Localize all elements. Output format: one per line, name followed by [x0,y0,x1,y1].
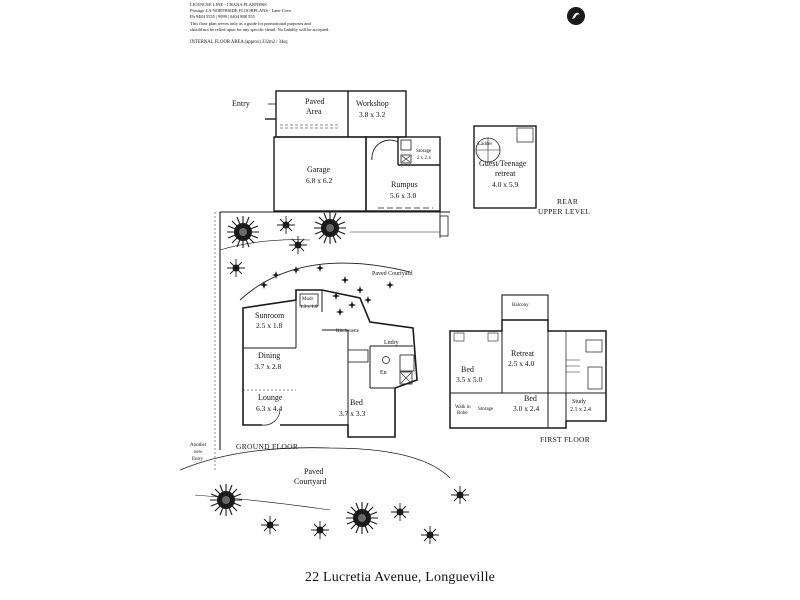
company-logo-icon [567,7,585,25]
level-label: UPPER LEVEL [538,207,590,216]
paved-area-outline [275,90,407,138]
room-label: Area [306,107,322,116]
level-label: FIRST FLOOR [540,435,590,444]
plant-icon [356,286,364,294]
plant-icon [364,296,372,304]
area-label: Paved [304,467,324,476]
area-label: Courtyard [294,477,326,486]
fixture-label: Walk in [455,405,471,410]
shrub-icon [310,520,330,540]
rumpus-outline [365,136,441,212]
plant-icon [292,266,300,274]
room-label: Balcony [512,303,529,308]
room-dimension: 3.0 x 2.4 [513,404,540,413]
plant-icon [336,308,344,316]
room-label: Lounge [258,393,283,402]
shrub-icon [390,502,410,522]
header-line: This floor plan serves only as a guide f… [190,20,311,26]
fixture-label: Robe [457,411,468,416]
room-label: Dining [258,351,280,360]
room-dimension: 2.5 x 4.0 [508,359,535,368]
property-address: 22 Lucretia Avenue, Longueville [304,570,496,585]
header-line: Ph 9484 5555 | 9999 | 0404 888 555 [190,14,255,20]
room-label: Sunroom [255,311,285,320]
room-label: Garage [307,165,331,174]
room-label: retreat [495,169,516,178]
plant-icon [260,281,268,289]
room-label: Mudr [302,297,313,302]
room-dimension: 2.1 x 2.4 [570,407,591,413]
side-entry-label: new [194,450,203,455]
level-label: REAR [557,197,578,206]
shrub-icon [260,515,280,535]
plant-icon [348,301,356,309]
shrub-icon [420,525,440,545]
plant-icon [341,276,349,284]
room-label: Bed [350,398,363,407]
upper-block [265,90,441,212]
room-dimension: 6.3 x 4.4 [256,404,283,413]
area-label: Paved Courtyard [372,271,413,277]
header-line: LICENCEE LINE - I HANA PLANNERS [190,2,267,7]
header-line: Prestige LA NORTHSIDE FLOORPLANS - Lane … [190,8,292,14]
room-dimension: 3.7 x 3.3 [339,409,366,418]
side-entry-label: Another [190,443,207,448]
room-label: Bed [461,365,474,374]
fixture-label: Ladder [478,142,492,147]
room-dimension: 5.6 x 3.0 [390,191,417,200]
room-dimension: 3.7 x 2.8 [255,362,282,371]
room-label: Kitchenette [336,329,360,334]
tree-icon [209,483,243,517]
tree-icon [345,501,379,535]
plant-icon [386,281,394,289]
room-label: Workshop [356,99,389,108]
floor-area: INTERNAL FLOOR AREA (approx) 332m2 / 34s… [190,40,288,46]
shrub-icon [276,215,296,235]
room-dimension: 2 x 2.4 [417,156,431,161]
room-label: Retreat [511,349,535,358]
first-floor-outline [449,294,607,429]
ground-floor-outline [242,289,418,438]
room-dimension: 1.3 x 1.0 [300,305,318,310]
shrub-icon [450,485,470,505]
room-label: Rumpus [391,180,418,189]
side-entry-label: Entry [192,457,204,462]
room-dimension: 3.8 x 3.2 [359,110,386,119]
shrub-icon [226,258,246,278]
shrub-icon [288,235,308,255]
entry-label: Entry [232,99,250,108]
room-dimension: 4.0 x 5.9 [492,180,519,189]
room-dimension: 3.5 x 5.0 [456,375,483,384]
room-dimension: 2.5 x 1.8 [256,321,283,330]
level-label: GROUND FLOOR [236,442,298,451]
room-label: Bed [524,394,537,403]
tree-icon [313,211,347,245]
room-label: Lndry [384,340,399,346]
room-label: Study [572,399,586,405]
room-label: Paved [305,97,325,106]
tree-icon [226,215,260,249]
garage-outline [273,136,367,212]
room-label: En [380,370,387,376]
disclaimer-header: LICENCEE LINE - I HANA PLANNERS Prestige… [190,2,550,46]
room-dimension: 6.8 x 6.2 [306,176,333,185]
room-label: Guest/Teenage [479,159,527,168]
room-label: Storage [416,149,432,154]
guest-retreat-outline [473,125,537,209]
header-line: should not be relied upon for any specif… [190,26,330,32]
fixture-label: Storage [478,407,494,412]
